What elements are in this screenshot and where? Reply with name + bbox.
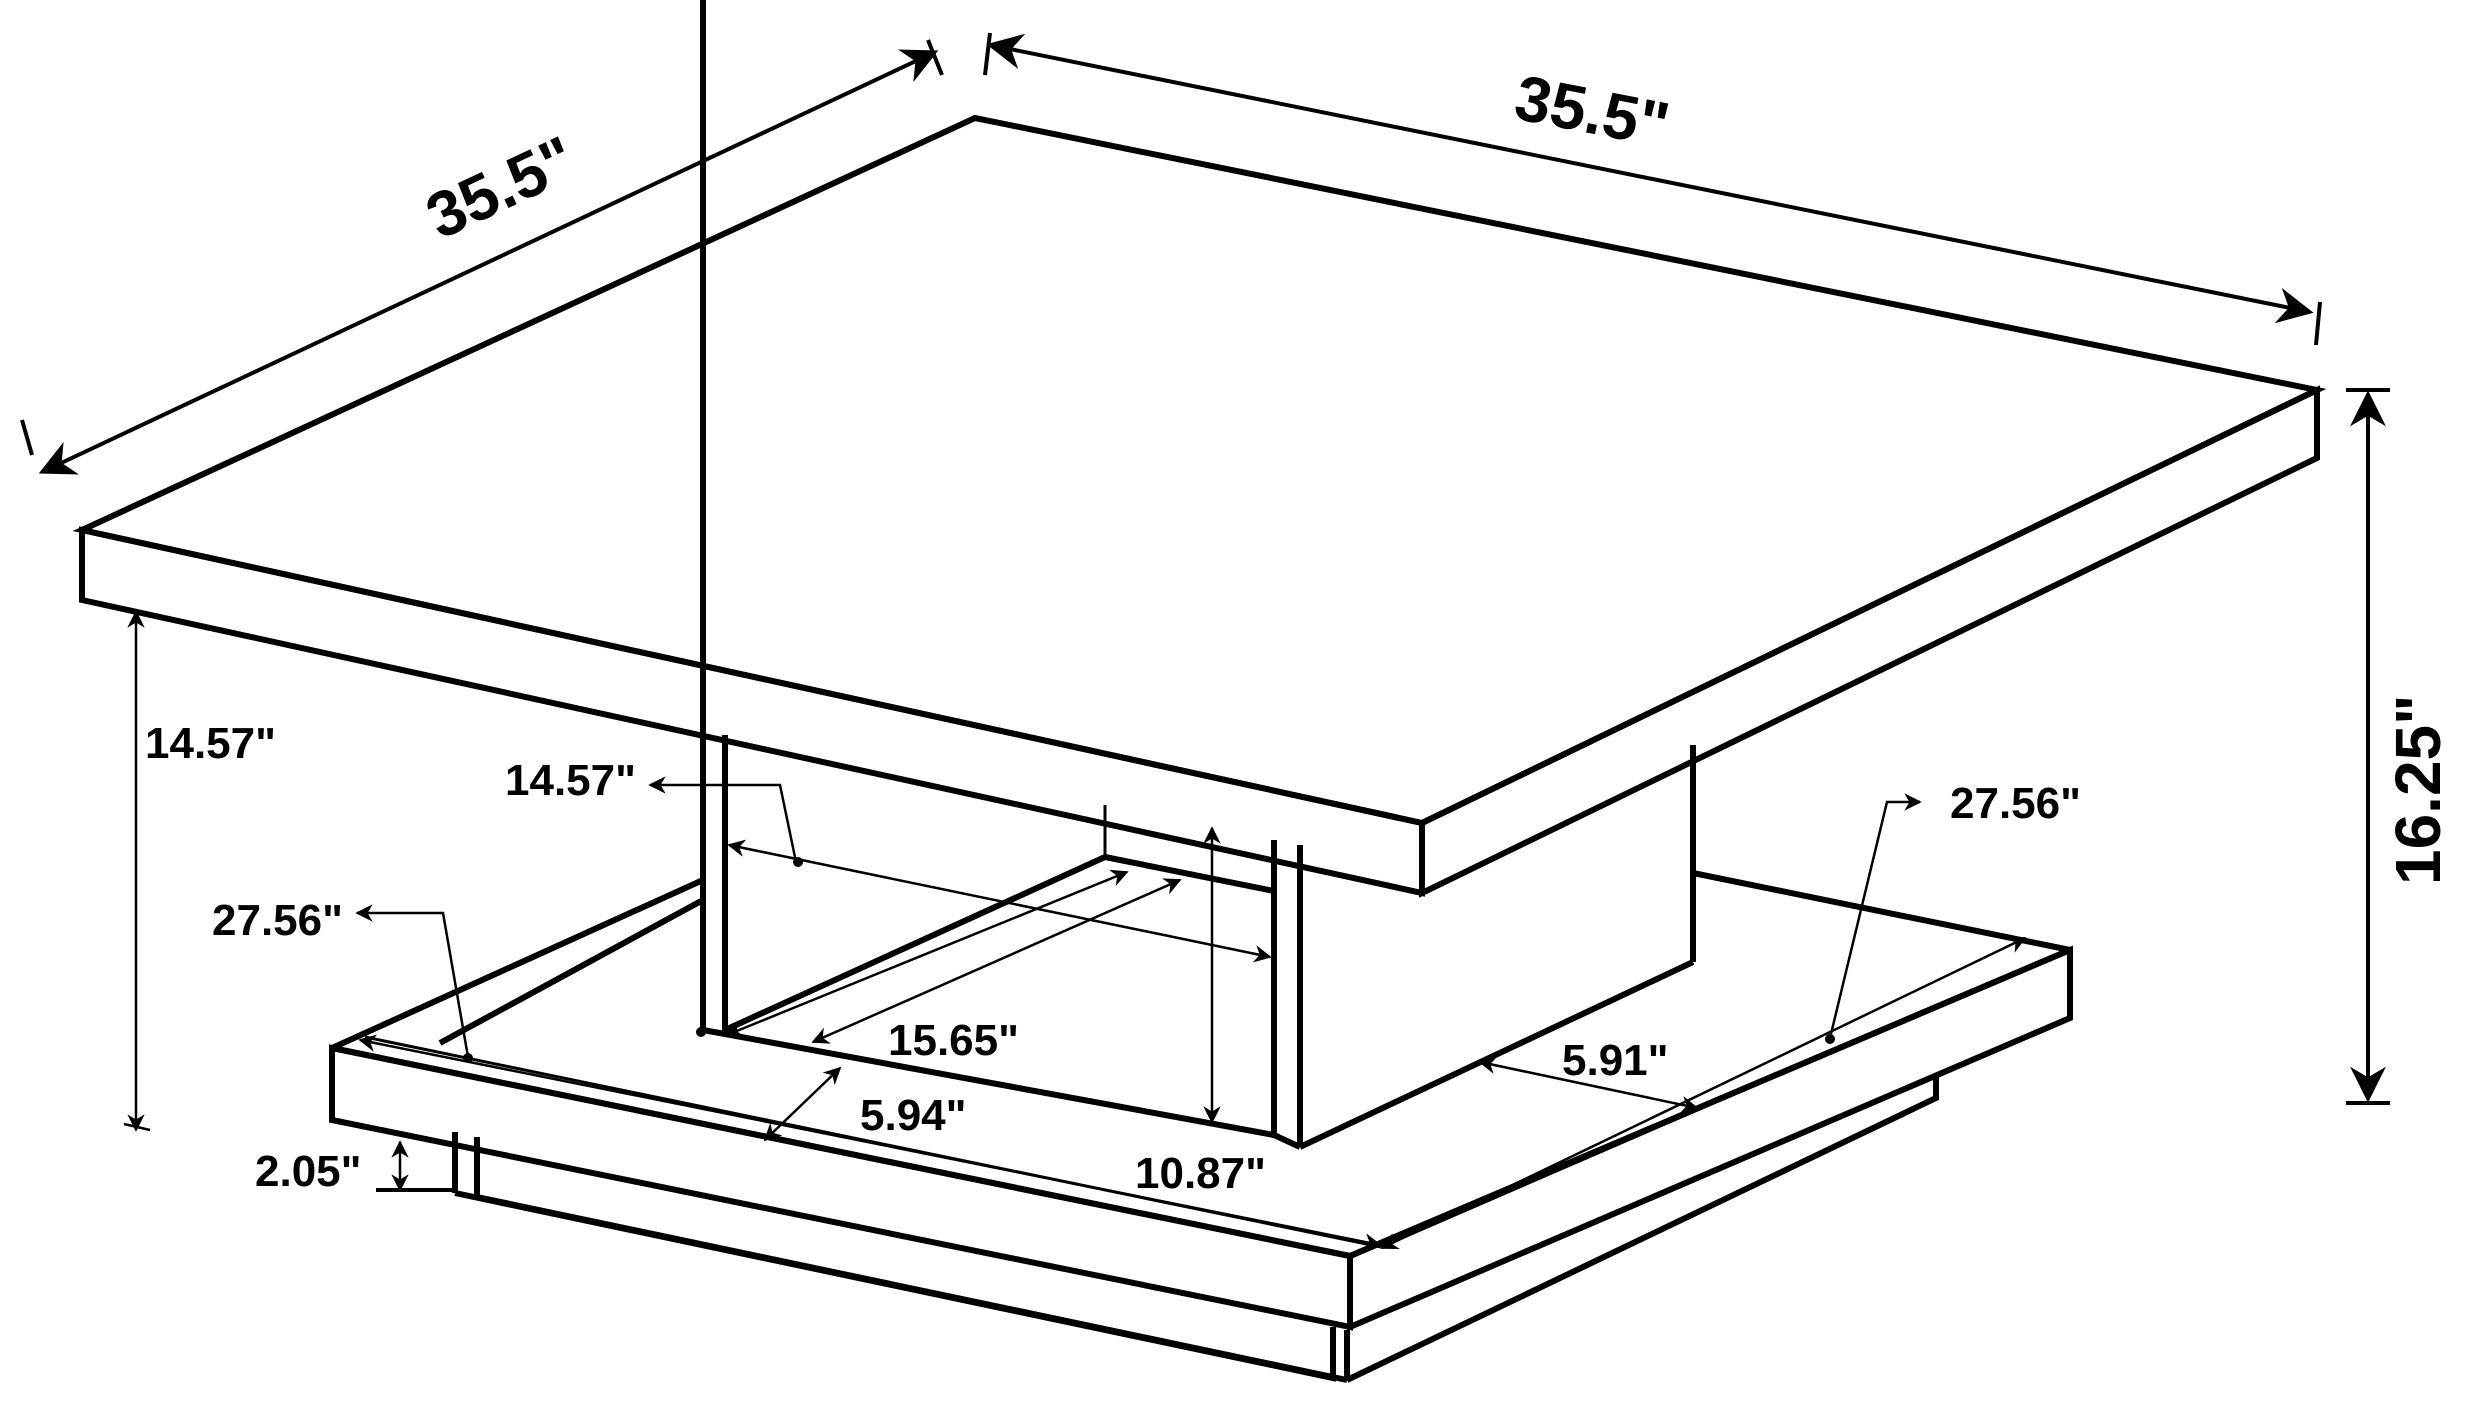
tabletop-right-face: [1419, 385, 2320, 898]
dim-front-ledge: 5.94": [763, 1066, 967, 1142]
label-base-width: 27.56": [1950, 779, 2081, 828]
base-top-left-edge: [330, 877, 705, 1051]
label-overall-height: 16.25": [2382, 695, 2454, 886]
dim-clearance-height: 14.57": [123, 610, 276, 1132]
pedestal: [438, 0, 1696, 1150]
tabletop-front-face: [79, 526, 1425, 897]
label-pedestal-depth: 15.65": [888, 1016, 1019, 1065]
dim-pedestal-height: 10.87": [1135, 826, 1266, 1198]
dim-top-width: 35.5": [983, 32, 2322, 346]
dim-overall-height: 16.25": [2346, 388, 2454, 1105]
label-top-width: 35.5": [1509, 61, 1675, 161]
table-top: [72, 114, 2327, 898]
label-front-ledge: 5.94": [860, 1091, 967, 1140]
tabletop-top-face: [72, 114, 2327, 827]
base-right-face: [1347, 945, 2073, 1332]
dim-top-depth: 35.5": [20, 39, 944, 475]
dim-side-ledge: 5.91": [1478, 1036, 1699, 1114]
dim-base-depth: 27.56": [212, 896, 1382, 1251]
label-base-thickness: 2.05": [255, 1147, 362, 1196]
label-pedestal-width: 14.57": [505, 756, 636, 805]
label-pedestal-height: 10.87": [1135, 1149, 1266, 1198]
dim-pedestal-width: 14.57": [505, 756, 1272, 963]
label-clearance-height: 14.57": [145, 719, 276, 768]
dim-pedestal-depth: 15.65": [696, 869, 1182, 1065]
label-side-ledge: 5.91": [1562, 1036, 1669, 1085]
base-top-back-edge: [1692, 870, 2071, 953]
label-top-depth: 35.5": [415, 122, 586, 253]
label-base-depth: 27.56": [212, 896, 343, 945]
dim-base-width: 27.56": [1380, 779, 2081, 1250]
base-platform: [329, 870, 2073, 1332]
dim-base-thickness: 2.05": [255, 1140, 455, 1196]
